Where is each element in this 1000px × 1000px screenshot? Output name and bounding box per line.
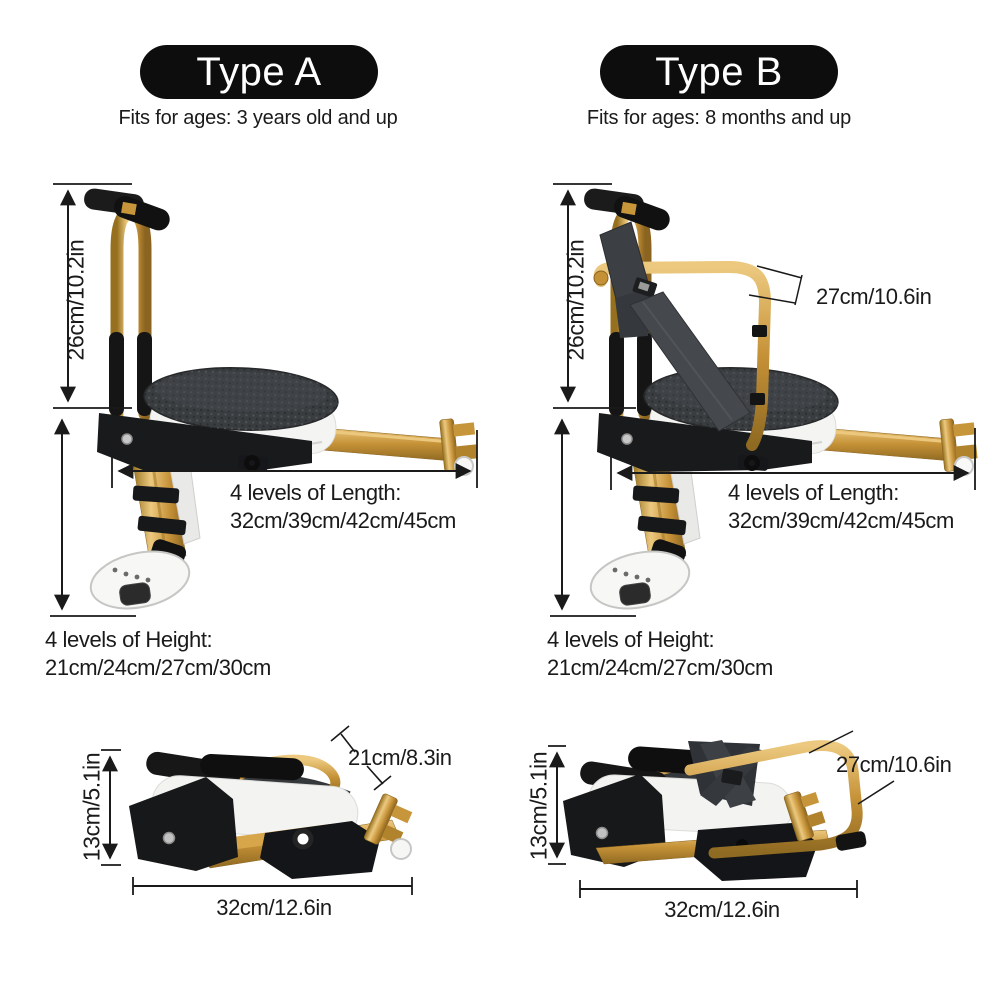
type-a-height-dimension [50,418,136,617]
type-a-seat-height-label: 26cm/10.2in [62,239,89,361]
folded-a-width-label: 32cm/12.6in [216,895,332,920]
type-b-harness [599,221,751,432]
folded-a-depth-dimension [330,725,392,791]
type-a-height-label: 4 levels of Height: [45,627,213,652]
type-a-badge: Type A [140,45,378,99]
dimension-lines [50,183,976,898]
folded-a-height-dimension [101,749,121,866]
folded-b-backrest-width-label: 27cm/10.6in [836,752,952,777]
type-b-length-label: 4 levels of Length: [728,480,899,505]
type-a-height-annotation: 4 levels of Height: 21cm/24cm/27cm/30cm [45,626,271,681]
folded-a-width-dimension [132,877,413,895]
type-b-length-dimension [610,428,976,490]
type-b-length-values: 32cm/39cm/42cm/45cm [728,507,954,533]
type-b-height-annotation: 4 levels of Height: 21cm/24cm/27cm/30cm [547,626,773,681]
type-b-badge: Type B [600,45,838,99]
type-b-seat-height-label: 26cm/10.2in [562,239,589,361]
seat-cushion [143,367,339,431]
type-b-length-annotation: 4 levels of Length: 32cm/39cm/42cm/45cm [728,479,954,534]
folded-type-a-illustration [129,751,413,879]
folded-b-backrest-leader-lines [808,730,895,805]
type-b-backrest-leader-lines [748,265,803,306]
type-a-seat-illustration [84,188,478,610]
type-b-height-label: 4 levels of Height: [547,627,715,652]
type-a-seat-height-dimension [53,183,132,409]
folded-b-width-label: 32cm/12.6in [664,897,780,922]
type-a-fits-ages: Fits for ages: 3 years old and up [118,107,398,129]
bike-mount-clamp [439,418,478,472]
type-b-guardrail [593,260,772,451]
type-b-backrest-width-label: 27cm/10.6in [816,284,932,309]
type-b-height-dimension [550,418,636,617]
type-b-fits-ages: Fits for ages: 8 months and up [586,107,852,129]
handlebar-grip [84,188,170,231]
folded-a-depth-label: 21cm/8.3in [348,745,452,770]
foot-rest [89,539,191,610]
type-a-length-values: 32cm/39cm/42cm/45cm [230,507,456,533]
folded-type-b-illustration [563,740,867,881]
type-a-length-dimension [111,430,478,488]
type-b-seat-illustration [583,187,979,617]
folded-b-height-dimension [548,745,566,865]
type-b-seat-height-dimension [553,183,636,409]
type-b-height-values: 21cm/24cm/27cm/30cm [547,654,773,680]
folded-a-height-label: 13cm/5.1in [78,752,105,862]
type-a-length-annotation: 4 levels of Length: 32cm/39cm/42cm/45cm [230,479,456,534]
folded-b-height-label: 13cm/5.1in [525,751,552,861]
type-a-length-label: 4 levels of Length: [230,480,401,505]
type-a-height-values: 21cm/24cm/27cm/30cm [45,654,271,680]
folded-b-width-dimension [579,880,858,898]
